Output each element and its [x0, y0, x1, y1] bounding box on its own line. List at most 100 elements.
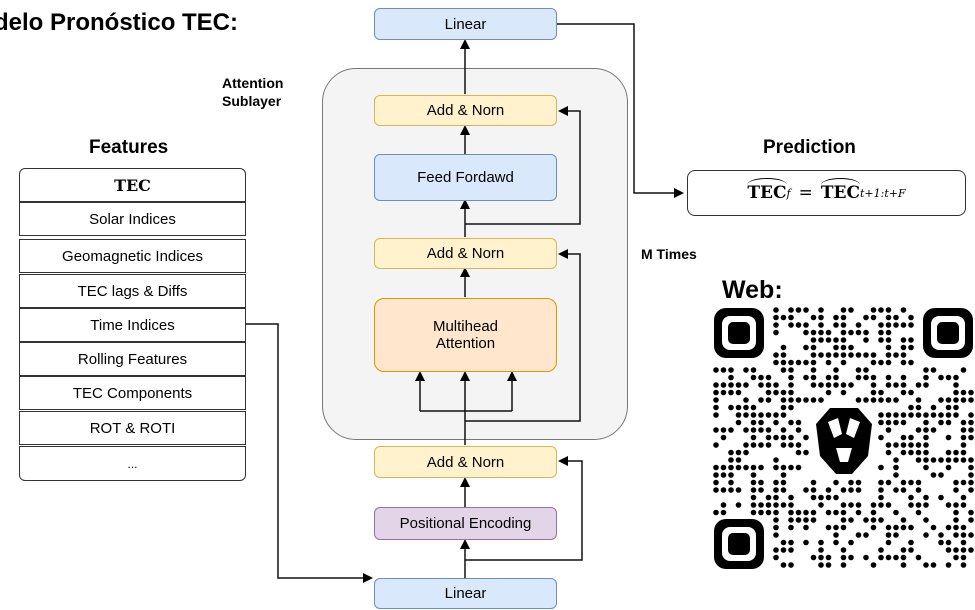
qr-dot: [728, 479, 734, 486]
qr-dot: [848, 352, 854, 358]
qr-dot: [878, 434, 884, 441]
qr-dot: [810, 479, 817, 486]
qr-dot: [945, 397, 952, 403]
qr-dot: [743, 382, 749, 388]
feature-geomagnetic-indices: Geomagnetic Indices: [19, 239, 246, 273]
qr-dot: [795, 449, 802, 456]
qr-dot: [788, 539, 794, 546]
qr-dot: [765, 494, 772, 501]
qr-dot: [788, 359, 794, 366]
qr-dot: [900, 359, 907, 366]
qr-dot: [803, 322, 809, 328]
qr-dot: [945, 547, 952, 553]
qr-dot: [713, 509, 719, 516]
qr-dot: [863, 374, 869, 381]
qr-dot: [750, 487, 757, 493]
qr-dot: [795, 464, 802, 471]
qr-dot: [840, 547, 847, 553]
qr-dot: [915, 404, 922, 411]
qr-dot: [945, 449, 952, 456]
qr-dot: [735, 419, 742, 426]
qr-dot: [713, 442, 719, 448]
qr-dot: [885, 442, 892, 448]
qr-dot: [818, 547, 824, 553]
qr-dot: [765, 427, 772, 433]
feature-time-indices: Time Indices: [19, 308, 246, 342]
qr-dot: [803, 307, 809, 313]
qr-dot: [720, 434, 727, 441]
qr-dot: [855, 367, 862, 373]
qr-dot: [960, 442, 967, 448]
qr-dot: [795, 359, 802, 366]
qr-dot: [780, 547, 787, 553]
qr-dot: [945, 412, 952, 418]
qr-dot: [848, 329, 854, 336]
qr-dot: [900, 419, 907, 426]
lion-logo-icon: [816, 408, 872, 474]
qr-dot: [893, 352, 899, 358]
feature-ellipsis: ...: [19, 446, 246, 481]
qr-dot: [930, 412, 937, 418]
qr-dot: [795, 397, 802, 403]
qr-dot: [878, 479, 884, 486]
qr-dot: [893, 524, 899, 531]
qr-dot: [945, 434, 952, 441]
feature-solar-indices: Solar Indices: [19, 202, 246, 236]
qr-dot: [870, 562, 877, 568]
qr-dot: [968, 479, 974, 486]
qr-dot: [758, 487, 764, 493]
qr-dot: [893, 322, 899, 328]
qr-dot: [953, 382, 959, 388]
qr-dot: [780, 434, 787, 441]
qr-dot: [885, 554, 892, 561]
qr-dot: [735, 457, 742, 463]
qr-dot: [743, 397, 749, 403]
qr-dot: [855, 322, 862, 328]
qr-dot: [758, 427, 764, 433]
qr-dot: [788, 494, 794, 501]
qr-dot: [810, 344, 817, 351]
qr-dot: [840, 562, 847, 568]
qr-dot: [885, 397, 892, 403]
arrow-features-to-linear: [246, 323, 373, 583]
qr-dot: [960, 397, 967, 403]
qr-dot: [840, 322, 847, 328]
qr-dot: [795, 322, 802, 328]
qr-dot: [788, 562, 794, 568]
qr-dot: [818, 382, 824, 388]
qr-dot: [810, 517, 817, 523]
qr-dot: [803, 539, 809, 546]
qr-dot: [773, 494, 779, 501]
qr-dot: [900, 562, 907, 568]
qr-dot: [945, 404, 952, 411]
qr-dot: [900, 389, 907, 396]
qr-dot: [743, 427, 749, 433]
qr-dot: [833, 524, 839, 531]
qr-dot: [938, 419, 944, 426]
qr-dot: [825, 494, 832, 501]
qr-dot: [900, 374, 907, 381]
qr-dot: [855, 487, 862, 493]
qr-dot: [900, 322, 907, 328]
qr-dot: [833, 322, 839, 328]
qr-dot: [780, 412, 787, 418]
qr-dot: [960, 562, 967, 568]
qr-dot: [750, 367, 757, 373]
qr-dot: [780, 397, 787, 403]
qr-dot: [953, 509, 959, 516]
qr-dot: [825, 524, 832, 531]
qr-dot: [833, 314, 839, 321]
qr-dot: [885, 419, 892, 426]
qr-dot: [923, 457, 929, 463]
qr-dot: [915, 457, 922, 463]
qr-dot: [968, 397, 974, 403]
qr-dot: [870, 517, 877, 523]
qr-dot: [930, 457, 937, 463]
qr-dot: [765, 389, 772, 396]
qr-dot: [893, 532, 899, 538]
qr-dot: [878, 547, 884, 553]
qr-code-icon[interactable]: [712, 306, 975, 572]
linear-top-block: Linear: [374, 8, 557, 40]
qr-dot: [833, 382, 839, 388]
qr-dot: [945, 502, 952, 508]
